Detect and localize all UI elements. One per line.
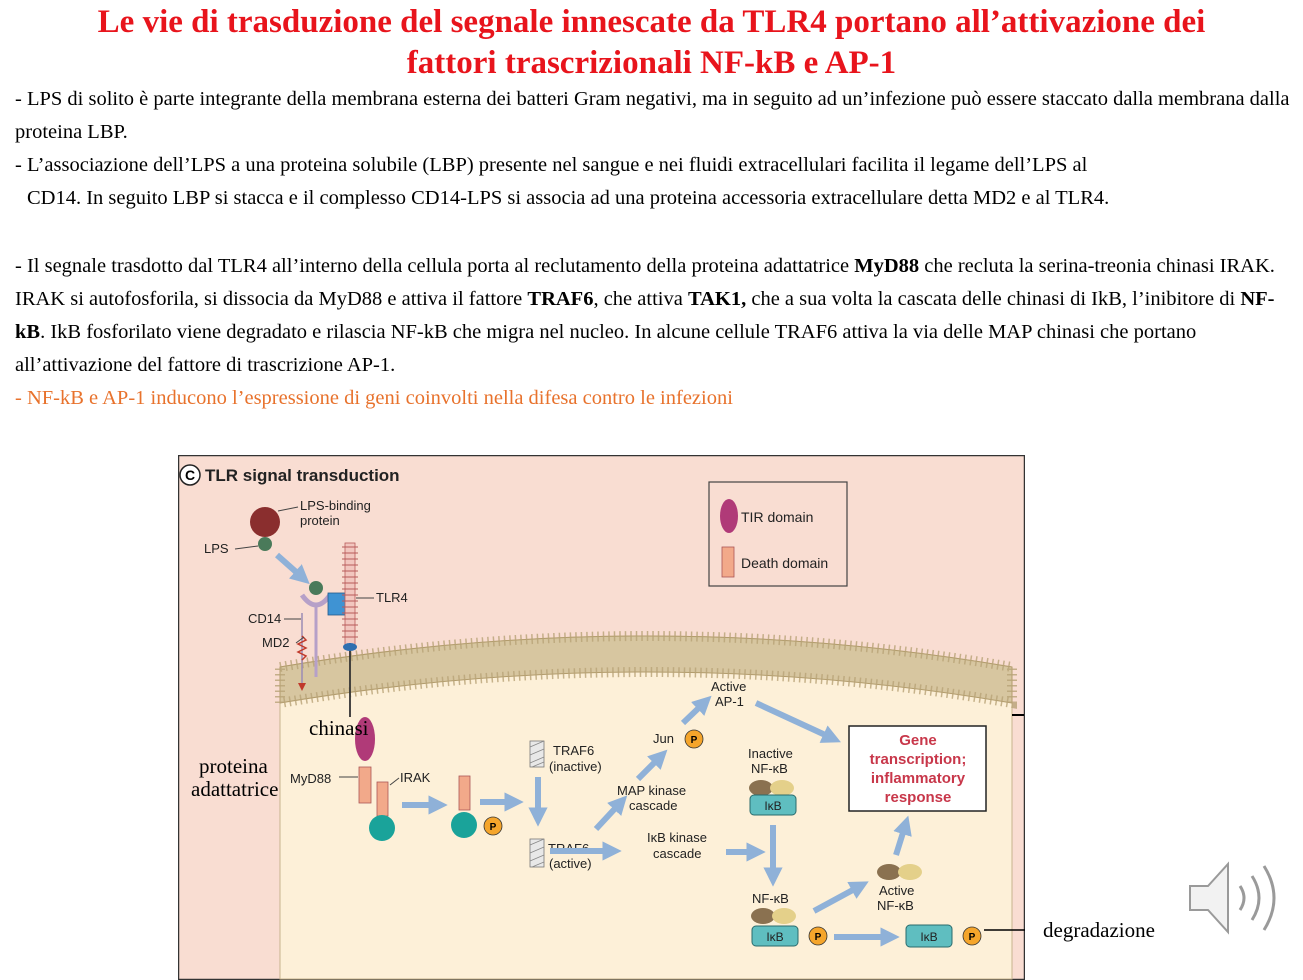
traf6-inactive-label-2: (inactive) xyxy=(549,759,602,774)
lbp-label-1: LPS-binding xyxy=(300,498,371,513)
p3-text-5: . IkB fosforilato viene degradato e rila… xyxy=(15,321,1197,376)
irak-label: IRAK xyxy=(400,770,431,785)
paragraph-lps: - LPS di solito è parte integrante della… xyxy=(15,88,1290,143)
p3-bold-traf6: TRAF6 xyxy=(527,288,594,310)
md2-label: MD2 xyxy=(262,635,289,650)
p3-text-1: - Il segnale trasdotto dal TLR4 all’inte… xyxy=(15,255,855,277)
jun-p-label: P xyxy=(691,735,698,746)
lbp-label-2: protein xyxy=(300,513,340,528)
ikb-inactive-box xyxy=(749,794,797,816)
ikb-kinase-label-2: cascade xyxy=(653,846,701,861)
ikb-label-1: IκB xyxy=(764,799,781,813)
irak-p-label: P xyxy=(490,822,497,833)
legend-tir: TIR domain xyxy=(741,509,813,525)
ikb-kinase-label-1: IκB kinase xyxy=(647,830,707,845)
nfkb-label: NF-κB xyxy=(752,891,789,906)
proteina-label: proteina xyxy=(199,754,268,778)
phosphate-icon-jun xyxy=(684,729,704,749)
speaker-icon[interactable] xyxy=(1186,856,1290,940)
inactive-nfkb-label-1: Inactive xyxy=(748,746,793,761)
jun-label: Jun xyxy=(653,731,674,746)
cd14-label: CD14 xyxy=(248,611,281,626)
lps-icon xyxy=(258,537,272,551)
p3-bold-myd88: MyD88 xyxy=(854,255,920,277)
gene-label-4: response xyxy=(885,789,952,806)
phosphate-icon-irak xyxy=(483,816,503,836)
p3-text-4: che a sua volta la cascata delle chinasi… xyxy=(746,288,1241,310)
paragraph-signaling: - Il segnale trasdotto dal TLR4 all’inte… xyxy=(15,250,1300,382)
ikb-label-3: IκB xyxy=(920,930,937,944)
panel-letter: C xyxy=(185,467,195,483)
map-kinase-label-2: cascade xyxy=(629,798,677,813)
ikb-bound-p-label: P xyxy=(815,932,822,943)
active-nfkb-label-2: NF-κB xyxy=(877,898,914,913)
membrane-lipids xyxy=(275,631,1017,709)
traf6-inactive-label-1: TRAF6 xyxy=(553,743,594,758)
adattatrice-label: adattatrice xyxy=(191,777,279,801)
ikb-label-2: IκB xyxy=(766,930,783,944)
lbp-icon xyxy=(250,507,280,537)
gene-label-2: transcription; xyxy=(870,751,967,768)
paragraph-nfkb-ap1: - NF-kB e AP-1 inducono l’espressione di… xyxy=(15,387,733,409)
md2-icon xyxy=(327,592,347,616)
p3-bold-tak1: TAK1, xyxy=(687,288,747,310)
p3-bold-nfkb: NF-kB xyxy=(15,288,1275,343)
active-ap1-label-1: Active xyxy=(711,679,746,694)
phospho-irak-icon xyxy=(451,812,477,838)
inactive-nfkb-label-2: NF-κB xyxy=(751,761,788,776)
p3-text-2: che recluta la serina-treonia chinasi IR… xyxy=(15,255,1275,310)
paragraph-lbp: - L’associazione dell’LPS a una proteina… xyxy=(15,149,1300,215)
panel-letter-circle xyxy=(179,464,201,486)
traf6-inactive-icon xyxy=(529,740,545,768)
lps-label: LPS xyxy=(204,541,229,556)
death-domain-legend-icon xyxy=(721,546,735,578)
myd88-death-domain xyxy=(358,766,372,804)
irak-death-domain xyxy=(376,781,389,817)
map-kinase-label-1: MAP kinase xyxy=(617,783,686,798)
paragraph-lbp-line-2: CD14. In seguito LBP si stacca e il comp… xyxy=(27,187,1110,209)
tir-domain-legend-icon xyxy=(720,499,738,533)
myd88-label: MyD88 xyxy=(290,771,331,786)
gene-transcription-box xyxy=(848,725,987,812)
active-ap1-label-2: AP-1 xyxy=(715,694,744,709)
traf6-active-label-2: (active) xyxy=(549,856,592,871)
slide-title: Le vie di trasduzione del segnale innesc… xyxy=(0,2,1303,84)
myd88-tir-domain xyxy=(355,717,375,761)
tlr4-label: TLR4 xyxy=(376,590,408,605)
degradazione-label: degradazione xyxy=(1043,918,1155,942)
gene-label-1: Gene xyxy=(899,732,937,749)
ikb-free-p-label: P xyxy=(969,932,976,943)
gene-label-3: inflammatory xyxy=(871,770,966,787)
legend-death: Death domain xyxy=(741,555,828,571)
phosphate-icon-ikb-free xyxy=(962,926,982,946)
paragraph-lbp-line-1: - L’associazione dell’LPS a una proteina… xyxy=(15,154,1088,176)
ikb-free-box xyxy=(905,924,953,948)
chinasi-label: chinasi xyxy=(309,716,369,740)
title-line-2: fattori trascrizionali NF-kB e AP-1 xyxy=(406,45,897,81)
ikb-bound-box xyxy=(751,925,799,947)
panel-title: TLR signal transduction xyxy=(205,466,400,485)
phosphate-icon-ikb-bound xyxy=(808,926,828,946)
active-nfkb-label-1: Active xyxy=(879,883,914,898)
p3-text-3: , che attiva xyxy=(593,288,688,310)
title-line-1: Le vie di trasduzione del segnale innesc… xyxy=(97,4,1206,40)
tlr-signal-diagram: C TLR signal transduction TIR domain Dea… xyxy=(178,455,1025,980)
irak-kinase-icon xyxy=(369,815,395,841)
